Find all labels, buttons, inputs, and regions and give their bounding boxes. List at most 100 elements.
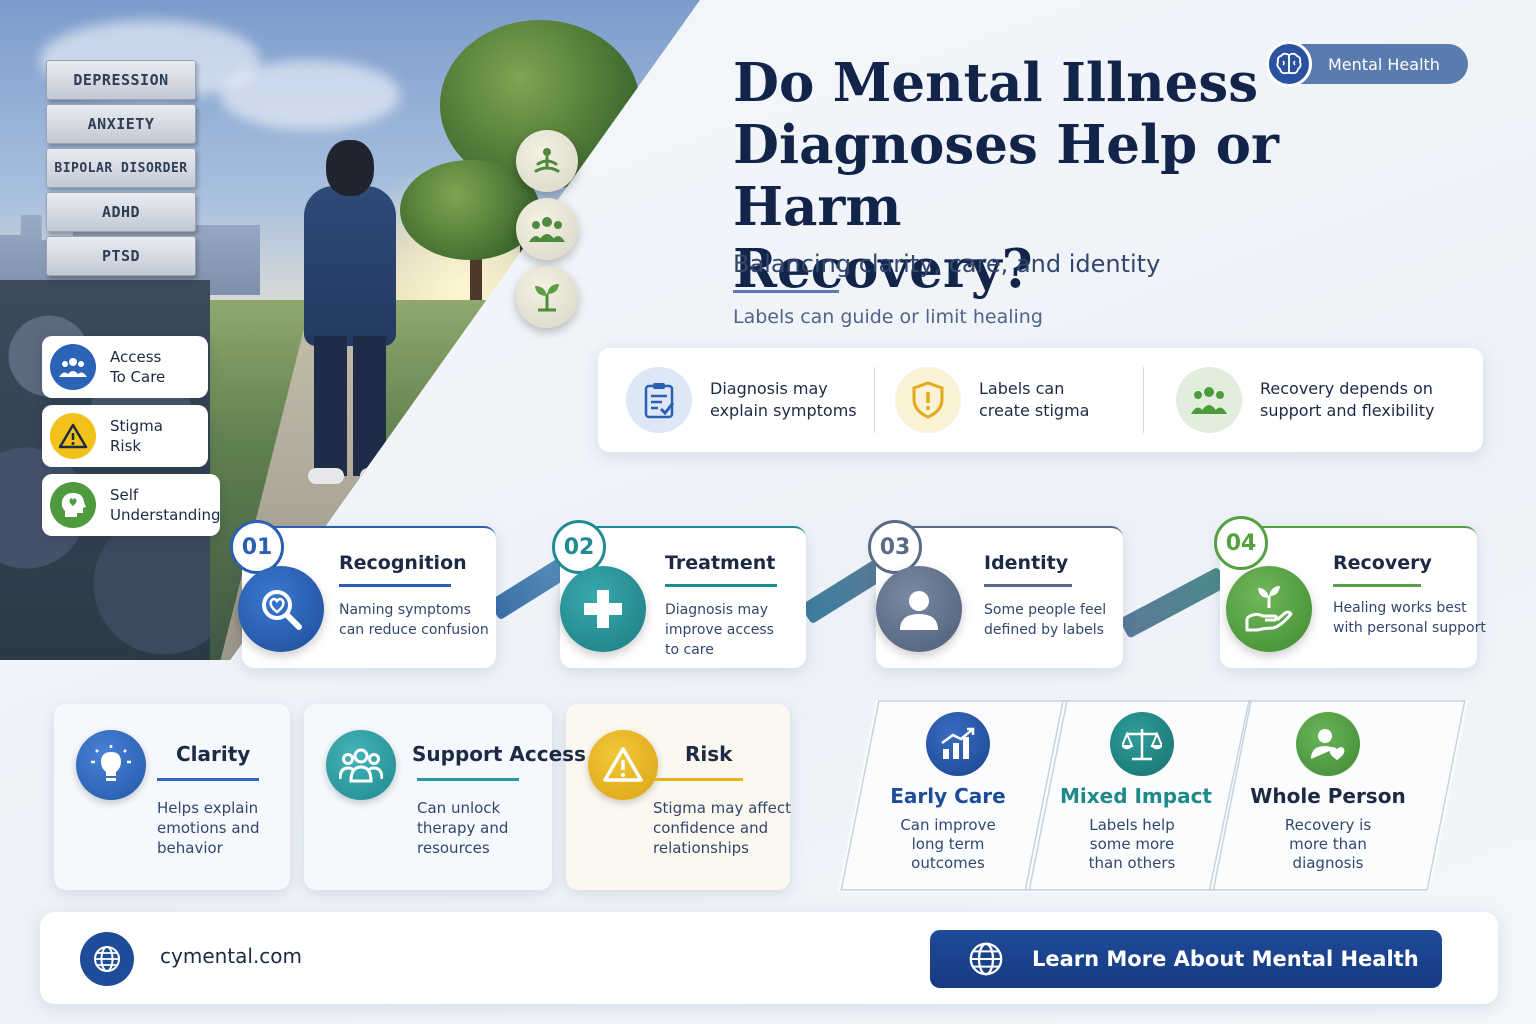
fact-diagnosis: Diagnosis may explain symptoms <box>598 348 874 452</box>
tree-crown <box>400 160 540 260</box>
outcome-description-line: more than <box>1289 835 1367 853</box>
benefit-description: Can unlock therapy and resources <box>417 798 508 858</box>
step-description-line: to care <box>665 642 714 658</box>
step-title: Recovery <box>1333 552 1432 574</box>
chart-growth-icon <box>926 712 990 776</box>
fact-stigma: Labels can create stigma <box>875 348 1143 452</box>
user-heart-icon <box>1296 712 1360 776</box>
learn-more-button[interactable]: Learn More About Mental Health <box>930 930 1442 988</box>
sign-depression: DEPRESSION <box>46 60 196 100</box>
step-description-line: Diagnosis may <box>665 602 769 618</box>
benefit-description-line: emotions and <box>157 819 260 837</box>
step-description: Healing works best with personal support <box>1333 598 1486 638</box>
globe-icon <box>80 932 134 986</box>
step-underline <box>339 584 451 587</box>
outcome-description-line: Recovery is <box>1284 816 1372 834</box>
outcome-description-line: Labels help <box>1089 816 1175 834</box>
outcome-title: Mixed Impact <box>1059 784 1212 808</box>
step-title: Treatment <box>665 552 776 574</box>
side-card-label: Understanding <box>110 506 221 524</box>
warning-icon <box>588 730 658 800</box>
page-title: Do Mental Illness Diagnoses Help or Harm… <box>733 52 1453 300</box>
step-title: Recognition <box>339 552 467 574</box>
step-description-line: Some people feel <box>984 602 1107 618</box>
step-number: 02 <box>552 520 606 574</box>
fact-text: explain symptoms <box>710 401 857 420</box>
benefit-underline <box>417 778 519 781</box>
head-heart-icon <box>50 482 96 528</box>
shield-alert-icon <box>895 367 961 433</box>
step-description-line: improve access <box>665 622 774 638</box>
group-icon <box>516 198 578 260</box>
brain-icon <box>1266 41 1312 87</box>
balance-scale-icon <box>1110 712 1174 776</box>
step-title: Identity <box>984 552 1069 574</box>
benefit-description-line: behavior <box>157 839 223 857</box>
fact-text: create stigma <box>979 401 1090 420</box>
user-icon <box>876 566 962 652</box>
outcome-description: Recovery is more than diagnosis <box>1228 816 1428 873</box>
outcome-description: Labels help some more than others <box>1032 816 1232 873</box>
globe-icon <box>966 939 1006 979</box>
step-description: Diagnosis may improve access to care <box>665 600 774 660</box>
cloud <box>220 60 400 130</box>
group-icon <box>1176 367 1242 433</box>
benefit-underline <box>157 778 259 781</box>
outcome-title: Whole Person <box>1250 784 1406 808</box>
benefit-description-line: confidence and <box>653 819 769 837</box>
outcome-description-line: than others <box>1088 854 1176 872</box>
title-line: Diagnoses Help or Harm <box>733 114 1279 238</box>
sprout-icon <box>516 266 578 328</box>
outcome-description-line: Can improve <box>900 816 996 834</box>
step-number: 01 <box>230 520 284 574</box>
benefit-title: Risk <box>685 742 733 766</box>
diagnosis-signpost: DEPRESSION ANXIETY BIPOLAR DISORDER ADHD… <box>46 60 196 280</box>
page-subtitle: Balancing clarity, care, and identity <box>733 250 1161 278</box>
person-figure <box>290 140 410 500</box>
step-description: Some people feel defined by labels <box>984 600 1106 640</box>
people-icon <box>50 344 96 390</box>
fact-divider <box>1143 367 1144 433</box>
benefit-title: Support Access <box>412 742 586 766</box>
outcome-title: Early Care <box>890 784 1006 808</box>
fact-text: Recovery depends on <box>1260 379 1433 398</box>
step-underline <box>1333 584 1421 587</box>
fact-text: Diagnosis may <box>710 379 828 398</box>
outcome-description-line: some more <box>1089 835 1175 853</box>
side-card-label: Stigma <box>110 417 163 435</box>
step-description: Naming symptoms can reduce confusion <box>339 600 489 640</box>
benefit-title: Clarity <box>176 742 251 766</box>
warning-icon <box>50 413 96 459</box>
hand-sprout-icon <box>1226 566 1312 652</box>
sign-bipolar: BIPOLAR DISORDER <box>46 148 196 188</box>
benefit-description-line: therapy and <box>417 819 509 837</box>
outcome-description-line: outcomes <box>911 854 985 872</box>
step-description-line: can reduce confusion <box>339 622 489 638</box>
mental-health-badge: Mental Health <box>1266 41 1468 87</box>
benefit-card-risk <box>566 704 790 890</box>
side-card-label: Self <box>110 486 139 504</box>
fact-text: Labels can <box>979 379 1065 398</box>
step-description-line: Naming symptoms <box>339 602 471 618</box>
sign-ptsd: PTSD <box>46 236 196 276</box>
fact-text: support and flexibility <box>1260 401 1435 420</box>
side-card-self-understanding: Self Understanding <box>42 474 221 536</box>
step-description-line: with personal support <box>1333 620 1486 636</box>
benefit-description-line: Can unlock <box>417 799 501 817</box>
step-underline <box>984 584 1072 587</box>
key-facts-bar: Diagnosis may explain symptoms Labels ca… <box>598 348 1483 452</box>
website-link[interactable]: cymental.com <box>160 944 303 968</box>
benefit-description-line: resources <box>417 839 490 857</box>
benefit-description: Helps explain emotions and behavior <box>157 798 260 858</box>
step-connector <box>1118 566 1229 639</box>
page-tagline: Labels can guide or limit healing <box>733 306 1043 328</box>
outcome-description-line: long term <box>911 835 985 853</box>
subtitle-divider <box>733 290 839 293</box>
outcome-description-line: diagnosis <box>1292 854 1364 872</box>
people-group-icon <box>326 730 396 800</box>
sign-adhd: ADHD <box>46 192 196 232</box>
fact-divider <box>874 367 875 433</box>
lightbulb-icon <box>76 730 146 800</box>
title-line: Recovery? <box>733 238 1033 300</box>
fact-recovery: Recovery depends on support and flexibil… <box>1144 348 1474 452</box>
